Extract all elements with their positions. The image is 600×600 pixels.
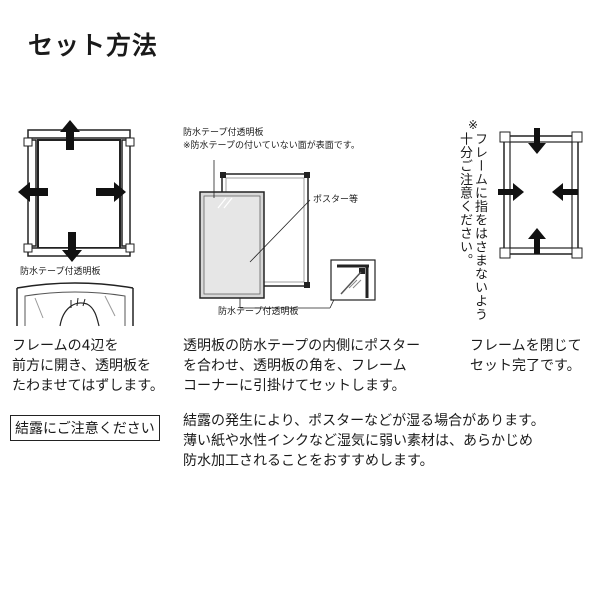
arrow-left-icon <box>552 183 578 201</box>
clear-panel-label: 防水テープ付透明板 <box>183 128 264 138</box>
warning-mark: ※ <box>468 118 479 132</box>
condensation-caution-badge: 結露にご注意ください <box>10 415 160 441</box>
tape-panel-label: 防水テープ付透明板 <box>20 267 101 277</box>
arrow-left-icon <box>18 182 48 202</box>
arrow-up-icon <box>528 228 546 254</box>
step2-caption: 透明板の防水テープの内側にポスター を合わせ、透明板の角を、フレーム コーナーに… <box>183 338 421 394</box>
clear-panel-label-bottom: 防水テープ付透明板 <box>218 307 299 317</box>
condensation-note: 結露の発生により、ポスターなどが湿る場合があります。 薄い紙や水性インクなど湿気… <box>183 413 545 469</box>
step1-caption: フレームの4辺を 前方に開き、透明板を たわませてはずします。 <box>12 338 164 394</box>
poster-label: ポスター等 <box>313 195 359 205</box>
step3-caption: フレームを閉じて セット完了です。 <box>470 338 582 374</box>
surface-note: ※防水テープの付いていない面が表面です。 <box>183 141 360 151</box>
finger-warning: フレームに指をはさまないよう 十分ご注意ください。 <box>457 132 487 321</box>
panel-removal-illustration <box>16 282 134 327</box>
arrow-down-icon <box>528 128 546 154</box>
arrow-right-icon <box>96 182 126 202</box>
arrow-up-icon <box>60 120 80 150</box>
corner-detail-illustration <box>330 259 376 301</box>
arrow-down-icon <box>62 232 82 262</box>
arrow-right-icon <box>498 183 524 201</box>
page-title: セット方法 <box>28 31 159 60</box>
frame-set-illustration <box>199 160 341 309</box>
